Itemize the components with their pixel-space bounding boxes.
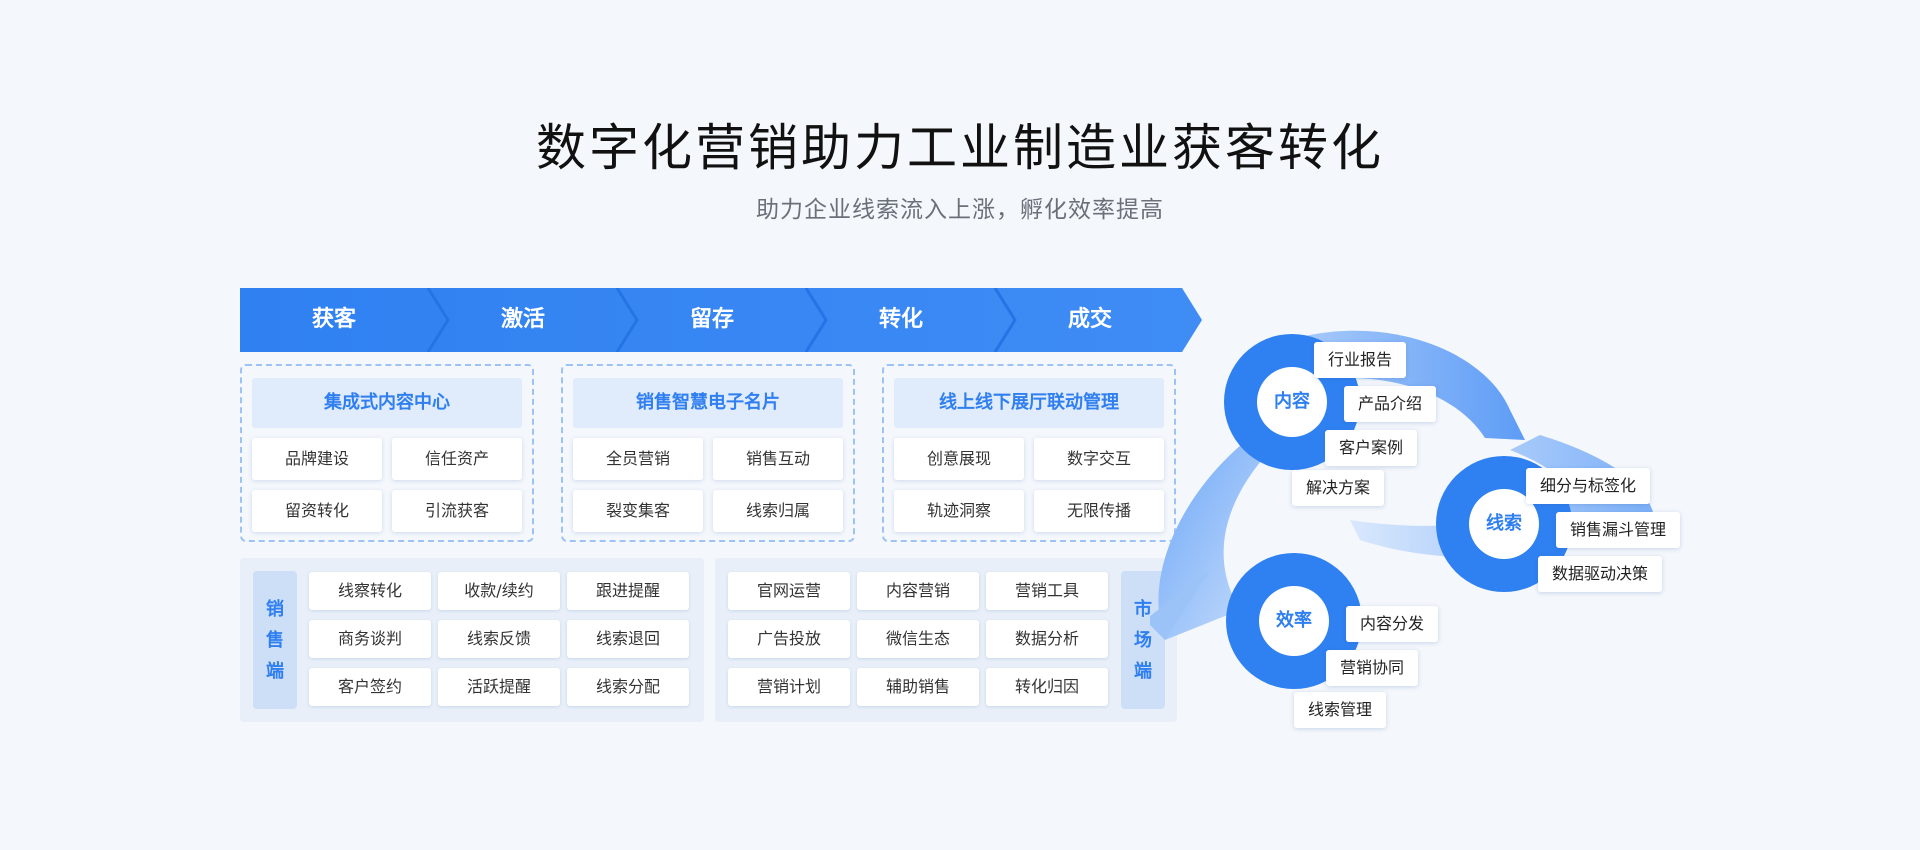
content-tag: 客户案例 — [1325, 430, 1418, 466]
sales-item: 收款/续约 — [438, 572, 560, 610]
group-item: 留资转化 — [252, 490, 382, 532]
market-item: 营销工具 — [986, 572, 1108, 610]
market-item: 辅助销售 — [857, 668, 979, 706]
sales-side-panel: 销 售 端 线察转化 收款/续约 跟进提醒 商务谈判 线索反馈 线索退回 客户签… — [240, 558, 704, 722]
node-efficiency-label: 效率 — [1259, 586, 1329, 656]
market-item: 营销计划 — [728, 668, 850, 706]
group-item: 销售互动 — [713, 438, 843, 480]
content-tag: 行业报告 — [1314, 342, 1407, 378]
group-item: 轨迹洞察 — [894, 490, 1024, 532]
page-title: 数字化营销助力工业制造业获客转化 — [536, 119, 1384, 177]
group-content-center: 集成式内容中心 品牌建设 信任资产 留资转化 引流获客 — [240, 364, 534, 542]
efficiency-tag: 内容分发 — [1346, 606, 1439, 642]
group-title: 销售智慧电子名片 — [573, 378, 843, 428]
leads-tag: 销售漏斗管理 — [1556, 512, 1681, 548]
label-char: 端 — [1134, 660, 1152, 682]
sales-item: 商务谈判 — [309, 620, 431, 658]
sales-item: 线索反馈 — [438, 620, 560, 658]
group-item: 线索归属 — [713, 490, 843, 532]
stage-convert: 转化 — [878, 307, 923, 332]
group-item: 创意展现 — [894, 438, 1024, 480]
label-char: 售 — [266, 629, 284, 651]
sales-item: 活跃提醒 — [438, 668, 560, 706]
market-item: 数据分析 — [986, 620, 1108, 658]
sales-item: 线索分配 — [567, 668, 689, 706]
market-side-label: 市 场 端 — [1121, 571, 1165, 709]
label-char: 场 — [1134, 629, 1152, 651]
group-item: 品牌建设 — [252, 438, 382, 480]
label-char: 端 — [266, 660, 284, 682]
group-item: 数字交互 — [1034, 438, 1164, 480]
group-sales-card: 销售智慧电子名片 全员营销 销售互动 裂变集客 线索归属 — [561, 364, 855, 542]
market-side-panel: 官网运营 内容营销 营销工具 广告投放 微信生态 数据分析 营销计划 辅助销售 … — [715, 558, 1177, 722]
stage-activate: 激活 — [500, 307, 545, 332]
group-item: 全员营销 — [573, 438, 703, 480]
sales-item: 线索退回 — [567, 620, 689, 658]
market-item: 内容营销 — [857, 572, 979, 610]
sales-side-label: 销 售 端 — [253, 571, 297, 709]
stage-acquire: 获客 — [311, 307, 356, 332]
efficiency-tag: 线索管理 — [1294, 692, 1387, 728]
sales-item: 客户签约 — [309, 668, 431, 706]
stage-arrow-shape — [240, 288, 1202, 352]
group-item: 无限传播 — [1034, 490, 1164, 532]
market-item: 微信生态 — [857, 620, 979, 658]
group-item: 引流获客 — [392, 490, 522, 532]
group-title: 集成式内容中心 — [252, 378, 522, 428]
sales-item: 线察转化 — [309, 572, 431, 610]
leads-tag: 数据驱动决策 — [1538, 556, 1663, 592]
cycle-diagram: 内容 线索 效率 行业报告 产品介绍 客户案例 解决方案 细分与标签化 销售漏斗… — [1150, 320, 1690, 740]
stage-retain: 留存 — [689, 307, 734, 332]
page-subtitle: 助力企业线索流入上涨，孵化效率提高 — [756, 197, 1164, 223]
market-item: 广告投放 — [728, 620, 850, 658]
stage-arrow-bar: 获客 激活 留存 转化 成交 — [240, 288, 1202, 352]
label-char: 销 — [266, 598, 284, 620]
group-item: 裂变集客 — [573, 490, 703, 532]
group-title: 线上线下展厅联动管理 — [894, 378, 1164, 428]
efficiency-tag: 营销协同 — [1326, 650, 1419, 686]
leads-tag: 细分与标签化 — [1526, 468, 1651, 504]
market-item: 官网运营 — [728, 572, 850, 610]
content-tag: 解决方案 — [1292, 470, 1385, 506]
sales-item: 跟进提醒 — [567, 572, 689, 610]
label-char: 市 — [1134, 598, 1152, 620]
market-item: 转化归因 — [986, 668, 1108, 706]
group-item: 信任资产 — [392, 438, 522, 480]
node-content-label: 内容 — [1257, 367, 1327, 437]
group-showroom: 线上线下展厅联动管理 创意展现 数字交互 轨迹洞察 无限传播 — [882, 364, 1176, 542]
stage-deal: 成交 — [1067, 307, 1112, 332]
content-tag: 产品介绍 — [1344, 386, 1437, 422]
